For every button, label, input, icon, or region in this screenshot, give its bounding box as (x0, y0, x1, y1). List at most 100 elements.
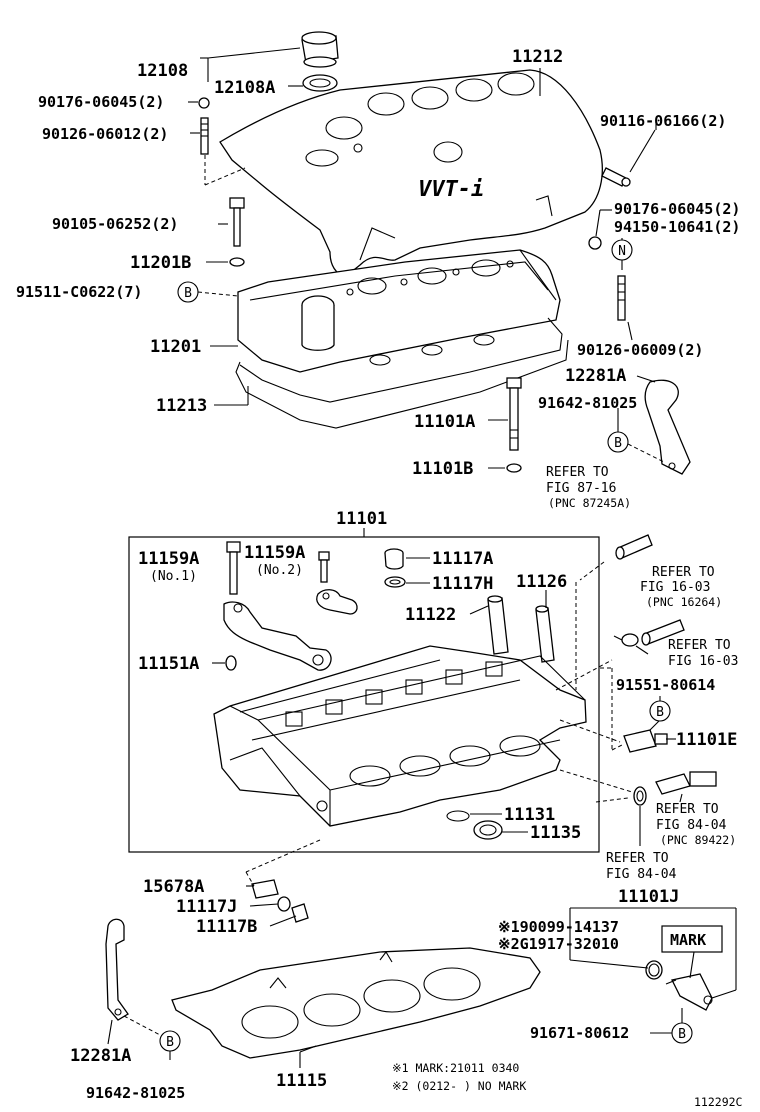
refer-16-03-a: REFER TO FIG 16-03 (PNC 16264) (640, 565, 722, 609)
label-12281A-top: 12281A (565, 366, 626, 386)
svg-text:FIG 84-04: FIG 84-04 (656, 818, 727, 833)
label-12108A: 12108A (214, 78, 275, 98)
label-11101: 11101 (336, 509, 387, 529)
svg-text:REFER TO: REFER TO (606, 851, 669, 866)
oil-filler-cap (301, 31, 339, 68)
nut-90176-right (588, 236, 602, 250)
label-11159A-no2: 11159A (244, 543, 305, 563)
circle-b-91671: B (671, 1022, 693, 1044)
gasket-11117J (277, 896, 291, 912)
label-11135: 11135 (530, 823, 581, 843)
cylinder-head-cover-11201 (237, 249, 561, 373)
svg-text:FIG 16-03: FIG 16-03 (640, 580, 710, 595)
svg-text:B: B (656, 705, 664, 720)
diagram-id: 112292C (694, 1095, 743, 1109)
label-11212: 11212 (512, 47, 563, 67)
bearing-cap-no1 (223, 601, 332, 671)
refer-87-16: REFER TO FIG 87-16 (PNC 87245A) (546, 465, 631, 510)
label-12108: 12108 (137, 61, 188, 81)
svg-text:REFER TO: REFER TO (656, 802, 719, 817)
label-11122: 11122 (405, 605, 456, 625)
label-12281A-bottom: 12281A (70, 1046, 131, 1066)
washer-11101B (506, 463, 522, 473)
valve-guide-11122 (487, 595, 509, 655)
bolt-11101A (506, 377, 522, 451)
refer-84-04-b: REFER TO FIG 84-04 (606, 851, 677, 882)
label-G1917: ※2G1917-32010 (498, 935, 619, 953)
label-11159A-no1: 11159A (138, 549, 199, 569)
pin-11151A (225, 655, 237, 671)
svg-text:B: B (614, 436, 622, 451)
circle-b-91551: B (649, 700, 671, 722)
label-91671: 91671-80612 (530, 1024, 629, 1042)
note-1: ※1 MARK:21011 0340 (392, 1061, 519, 1075)
head-cover-gasket-11213 (235, 317, 569, 429)
circle-b-91511: B (177, 281, 199, 303)
refer-84-04-a: REFER TO FIG 84-04 (PNC 89422) (656, 802, 736, 847)
svg-text:B: B (166, 1035, 174, 1050)
label-91642-bottom: 91642-81025 (86, 1084, 185, 1102)
circle-b-91642-top: B (607, 431, 629, 453)
svg-text:(PNC 87245A): (PNC 87245A) (548, 496, 631, 510)
label-11101B: 11101B (412, 459, 473, 479)
valve-guide-11126 (535, 605, 555, 663)
svg-text:FIG 87-16: FIG 87-16 (546, 481, 616, 496)
sensor-11101E (623, 729, 668, 753)
cylinder-head-11101 (213, 645, 587, 827)
svg-text:B: B (678, 1027, 686, 1042)
leader-lines (107, 47, 737, 1068)
label-11117A: 11117A (432, 549, 493, 569)
svg-text:(PNC 89422): (PNC 89422) (660, 833, 736, 847)
ref-pipe-87-16 (615, 534, 653, 560)
label-90126-left: 90126-06012(2) (42, 125, 168, 143)
label-11101A: 11101A (414, 412, 475, 432)
oring-11101J (645, 960, 663, 980)
label-94150: 94150-10641(2) (614, 218, 740, 236)
engine-hanger-bottom (105, 918, 129, 1021)
part-labels: 12108 12108A 11212 90176-06045(2) 90126-… (16, 47, 743, 1109)
washer-11201B (229, 257, 245, 267)
label-11151A: 11151A (138, 654, 199, 674)
label-15678A: 15678A (143, 877, 204, 897)
label-90176-right: 90176-06045(2) (614, 200, 740, 218)
oring-11131 (446, 810, 470, 822)
sensor-11101J (665, 973, 713, 1011)
ref-clip-16-03 (613, 633, 639, 647)
label-90116: 90116-06166(2) (600, 112, 726, 130)
svg-text:(PNC 16264): (PNC 16264) (646, 595, 722, 609)
stud-90126-right (617, 275, 626, 321)
label-11213: 11213 (156, 396, 207, 416)
ref-sensor-84-04 (655, 771, 717, 795)
mark-box: MARK (661, 925, 723, 953)
label-11117H: 11117H (432, 574, 493, 594)
label-no2: (No.2) (256, 563, 303, 578)
label-11201B: 11201B (130, 253, 191, 273)
engine-hanger-top (644, 379, 691, 475)
label-11115: 11115 (276, 1071, 327, 1091)
circle-n-94150: N (611, 239, 633, 261)
svg-text:FIG 84-04: FIG 84-04 (606, 867, 677, 882)
union-15678A (251, 879, 279, 899)
label-90105: 90105-06252(2) (52, 215, 178, 233)
ref-washer-84-04 (633, 786, 647, 806)
gasket-11117H (384, 576, 406, 588)
cylinder-head-gasket-11115 (171, 947, 541, 1059)
label-11126: 11126 (516, 572, 567, 592)
vvti-emblem: VVT-i (418, 177, 484, 202)
label-91551: 91551-80614 (616, 676, 715, 694)
label-11117B: 11117B (196, 917, 257, 937)
engine-cover-11212: VVT-i (219, 69, 603, 278)
plug-11117A (384, 548, 404, 570)
bearing-cap-no2 (316, 589, 358, 615)
label-90099: ※190099-14137 (498, 918, 619, 936)
stud-90126-left (200, 117, 209, 155)
label-91642-top: 91642-81025 (538, 394, 637, 412)
svg-text:FIG 16-03: FIG 16-03 (668, 654, 738, 669)
gasket-11135 (473, 820, 503, 840)
ref-pipe-16-03 (641, 619, 685, 646)
bolt-90105 (229, 197, 245, 247)
svg-text:REFER TO: REFER TO (652, 565, 715, 580)
label-91511: 91511-C0622(7) (16, 283, 142, 301)
